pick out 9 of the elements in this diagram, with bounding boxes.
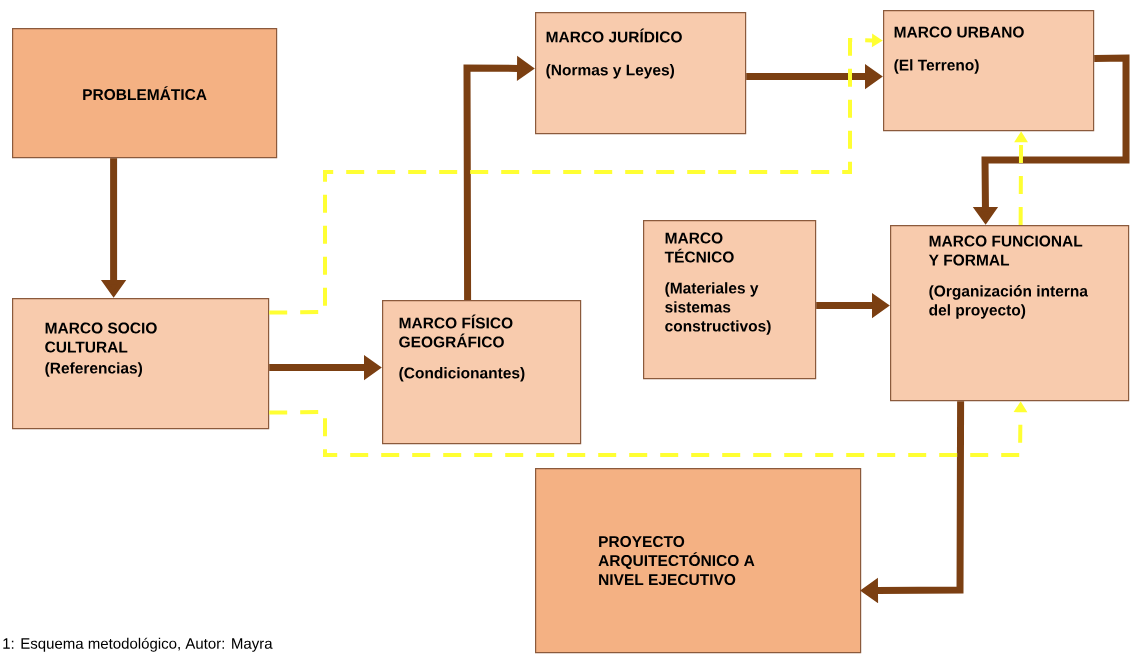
process-box: MARCO TÉCNICO (Materiales y sistemas constructivos) <box>643 220 817 380</box>
process-box: MARCO FÍSICO GEOGRÁFICO (Condicionantes) <box>382 300 582 445</box>
process-box: MARCO FUNCIONAL Y FORMAL (Organización interna del proyecto) <box>890 225 1130 402</box>
process-box: PROYECTO ARQUITECTÓNICO A NIVEL EJECUTIVO <box>535 468 862 654</box>
process-box: MARCO SOCIO CULTURAL (Referencias) <box>12 298 270 430</box>
process-box: PROBLEMÁTICA <box>12 28 278 159</box>
caption: 1: Esquema metodológico, Autor: Mayra <box>3 637 273 652</box>
process-box: MARCO URBANO (El Terreno) <box>883 10 1095 132</box>
process-box: MARCO JURÍDICO (Normas y Leyes) <box>535 12 747 135</box>
